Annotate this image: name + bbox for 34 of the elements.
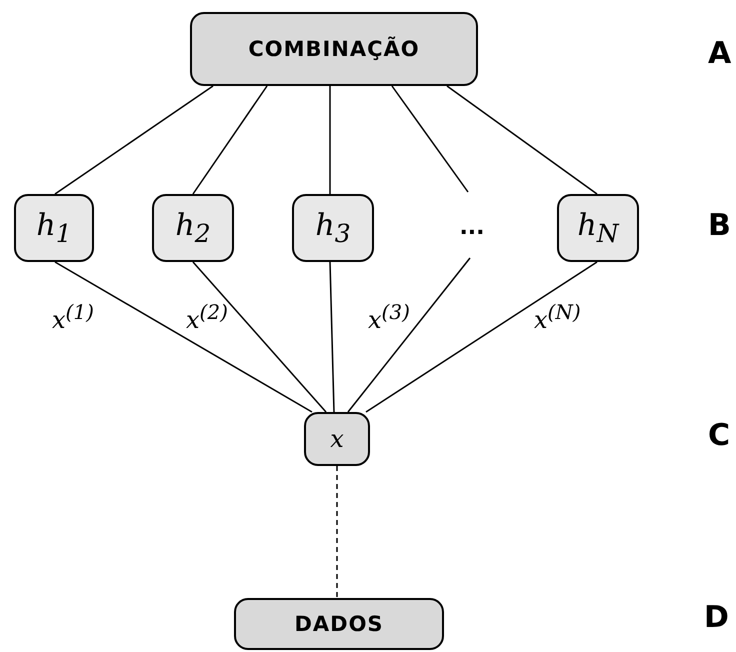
level-letter: C	[708, 418, 730, 453]
node-label: h$_{1}$	[36, 208, 72, 248]
connector	[446, 85, 598, 195]
connector	[192, 262, 327, 412]
level-letter: D	[704, 600, 729, 635]
connector	[329, 262, 335, 412]
input-label: x$^{(2)}$	[186, 300, 228, 334]
ellipsis-text: ...	[459, 214, 485, 240]
node-label: h$_{2}$	[175, 208, 211, 248]
connector	[54, 85, 214, 195]
node-label: COMBINAÇÃO	[248, 37, 420, 61]
node-label: x	[330, 425, 344, 453]
level-letter: B	[708, 208, 731, 243]
connector	[192, 86, 268, 194]
connector	[366, 261, 598, 413]
combination-box	[190, 12, 478, 86]
node-label: DADOS	[294, 612, 384, 636]
data-box	[234, 598, 444, 650]
input-label: x$^{(3)}$	[368, 300, 410, 334]
connector	[54, 261, 312, 413]
connector	[391, 86, 469, 192]
input-label: x$^{(N)}$	[534, 300, 581, 334]
hypothesis-box	[557, 194, 639, 262]
node-label: h$_{N}$	[577, 208, 619, 248]
node-label: h$_{3}$	[315, 208, 351, 248]
connector	[347, 258, 471, 412]
hypothesis-box	[14, 194, 94, 262]
dashed-connector	[336, 466, 338, 598]
input-label: x$^{(1)}$	[52, 300, 94, 334]
hypothesis-box	[152, 194, 234, 262]
input-box	[304, 412, 370, 466]
hypothesis-box	[292, 194, 374, 262]
level-letter: A	[708, 36, 732, 71]
connector	[329, 86, 331, 194]
